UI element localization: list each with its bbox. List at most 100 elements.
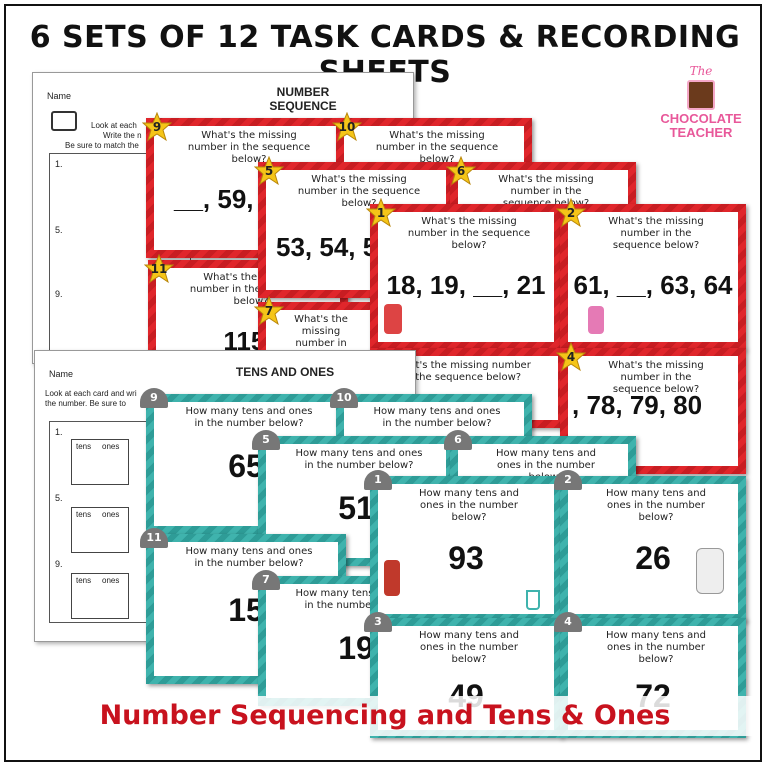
grid-number: 9. <box>55 559 63 569</box>
card-number: 6 <box>456 164 466 178</box>
grid-number: 5. <box>55 225 63 235</box>
tens-ones-table: tens ones <box>71 439 129 485</box>
cloche-icon: 6 <box>444 430 472 450</box>
card-question: What's the missing number in the sequenc… <box>608 216 704 251</box>
cloche-icon: 11 <box>140 528 168 548</box>
sheet-title: TENS AND ONES <box>235 365 335 379</box>
card-number-value: 93 <box>448 540 484 576</box>
card-number-value: 65 <box>228 448 264 484</box>
ones-header: ones <box>102 510 120 519</box>
card-question: What's the missing number in the sequenc… <box>297 174 421 209</box>
instruction-line3: Be sure to match the <box>65 141 139 150</box>
task-card: What's the missing number in the sequenc… <box>555 197 746 350</box>
card-number: 1 <box>374 473 382 486</box>
director-character-icon <box>384 304 402 334</box>
card-number: 1 <box>376 206 386 220</box>
card-question: How many tens and ones in the number bel… <box>185 406 313 429</box>
instruction-line1: Look at each card and wri <box>45 389 137 398</box>
grid-number: 9. <box>55 289 63 299</box>
cloche-icon: 2 <box>554 470 582 490</box>
card-sequence: 53, 54, 5 <box>276 232 378 262</box>
card-number-value: 51 <box>338 490 374 526</box>
waiter-character-icon <box>384 560 400 596</box>
logo-line2: TEACHER <box>669 125 733 140</box>
task-card: How many tens and ones in the number bel… <box>554 470 746 622</box>
card-number: 3 <box>374 615 382 628</box>
star-icon: 1 <box>365 197 397 228</box>
star-icon: 9 <box>141 111 173 142</box>
tens-header: tens <box>76 576 92 585</box>
grid-number: 1. <box>55 427 63 437</box>
card-question: How many tens and ones in the number bel… <box>419 630 519 665</box>
star-icon: 5 <box>253 155 285 186</box>
card-number: 9 <box>152 120 162 134</box>
card-question: How many tens and ones in the number bel… <box>606 630 706 665</box>
card-question: What's the missing number in the sequenc… <box>294 314 348 354</box>
cloche-icon: 10 <box>330 388 358 408</box>
ones-header: ones <box>102 576 120 585</box>
grid-number: 5. <box>55 493 63 503</box>
logo-line1: CHOCOLATE <box>660 111 742 126</box>
card-question: How many tens and ones in the number bel… <box>419 488 519 523</box>
tens-ones-table: tens ones <box>71 573 129 619</box>
instruction-line2: the number. Be sure to <box>45 399 126 408</box>
cloche-icon: 7 <box>252 570 280 590</box>
instruction-line1: Look at each <box>91 121 137 130</box>
film-camera-icon <box>51 111 77 131</box>
sheet-title-line2: SEQUENCE <box>269 99 337 113</box>
name-label: Name <box>49 369 74 379</box>
tens-header: tens <box>76 442 92 451</box>
star-icon: 2 <box>555 197 587 228</box>
card-number: 11 <box>150 262 168 276</box>
sheet-title-line1: NUMBER <box>276 85 330 99</box>
card-number: 9 <box>150 391 158 404</box>
star-icon: 7 <box>253 295 285 326</box>
card-question: What's the missing number in the sequenc… <box>608 360 704 395</box>
star-icon: 10 <box>331 111 363 142</box>
task-card: How many tens and ones in the number bel… <box>364 470 562 622</box>
grid-number: 1. <box>55 159 63 169</box>
card-question: What's the missing number in the sequenc… <box>187 130 311 165</box>
cloche-icon: 1 <box>364 470 392 490</box>
card-question: How many tens and ones in the number bel… <box>373 406 501 429</box>
card-question: How many tens and ones in the number bel… <box>295 448 423 471</box>
star-icon: 4 <box>555 341 587 372</box>
card-question: How many tens and ones in the number bel… <box>185 546 313 569</box>
card-number: 10 <box>336 391 352 404</box>
card-number: 10 <box>338 120 356 134</box>
card-number: 2 <box>566 206 576 220</box>
card-number-value: 19 <box>338 630 374 666</box>
task-card: What's the missing number in the sequenc… <box>445 155 636 212</box>
logo-the: The <box>689 64 713 78</box>
chocolate-bar-icon <box>687 80 715 110</box>
card-question: What's the missing number in the sequenc… <box>189 272 313 307</box>
water-glass-icon <box>526 590 540 610</box>
cloche-icon: 5 <box>252 430 280 450</box>
ones-header: ones <box>102 442 120 451</box>
card-question: How many tens and ones in the number bel… <box>496 448 596 478</box>
card-number: 7 <box>264 304 274 318</box>
tens-header: tens <box>76 510 92 519</box>
instruction-line2: Write the n <box>103 131 142 140</box>
card-number: 5 <box>262 433 270 446</box>
card-number: 4 <box>564 615 572 628</box>
card-question: What's the missing number in the sequenc… <box>393 360 531 383</box>
card-question: What's the missing number in the sequenc… <box>407 216 531 251</box>
tens-ones-table: tens ones <box>71 507 129 553</box>
task-card: What's the missing number in the sequenc… <box>365 197 562 350</box>
cloche-icon: 4 <box>554 612 582 632</box>
star-icon: 11 <box>143 253 175 284</box>
card-number: 2 <box>564 473 572 486</box>
star-icon: 6 <box>445 155 477 186</box>
chocolate-teacher-logo: The CHOCOLATE TEACHER <box>658 64 744 160</box>
card-question: What's the missing number in the sequenc… <box>375 130 499 165</box>
card-question: What's the missing number in the sequenc… <box>498 174 594 204</box>
subtitle-banner: Number Sequencing and Tens & Ones <box>6 696 760 736</box>
card-number-value: 15 <box>228 592 264 628</box>
card-number-value: 26 <box>635 540 671 576</box>
card-number: 5 <box>264 164 274 178</box>
card-number: 4 <box>566 350 576 364</box>
card-sequence: , 78, 79, 80 <box>572 390 703 420</box>
cloche-icon: 3 <box>364 612 392 632</box>
card-number: 11 <box>146 531 162 544</box>
